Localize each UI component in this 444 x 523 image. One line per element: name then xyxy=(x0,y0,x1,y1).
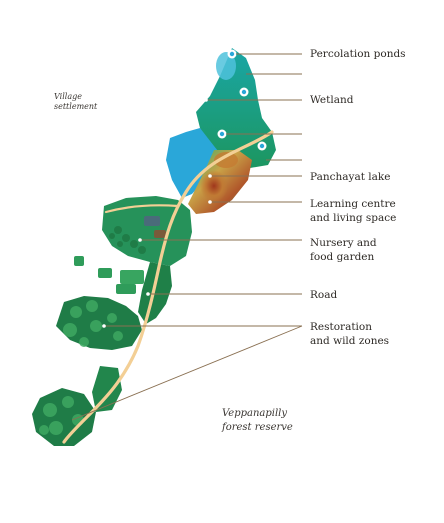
label-panchayat-lake: Panchayat lake xyxy=(310,171,391,183)
label-learning-centre-line2: and living space xyxy=(310,212,397,224)
label-learning-centre-line1: Learning centre xyxy=(310,198,396,210)
label-nursery-line2: food garden xyxy=(310,251,375,263)
label-village-line1: Village xyxy=(54,92,82,101)
label-forest-line1: Veppanapilly xyxy=(222,408,288,419)
water-body xyxy=(166,128,222,198)
nursery-zone xyxy=(102,196,192,266)
label-village-line2: settlement xyxy=(54,102,98,111)
label-percolation-ponds: Percolation ponds xyxy=(310,48,406,60)
wetland-zone xyxy=(196,48,276,168)
label-restoration-line1: Restoration xyxy=(310,321,372,333)
leader-dots xyxy=(102,98,212,328)
label-road: Road xyxy=(310,289,338,301)
road xyxy=(62,130,274,444)
label-wetland: Wetland xyxy=(310,94,354,106)
leader-lines xyxy=(71,53,303,421)
label-nursery-line1: Nursery and xyxy=(310,237,377,249)
label-restoration-line2: and wild zones xyxy=(310,335,390,347)
pond-markers xyxy=(217,49,267,151)
label-forest-line2: forest reserve xyxy=(222,422,293,433)
central-strip xyxy=(138,262,172,324)
